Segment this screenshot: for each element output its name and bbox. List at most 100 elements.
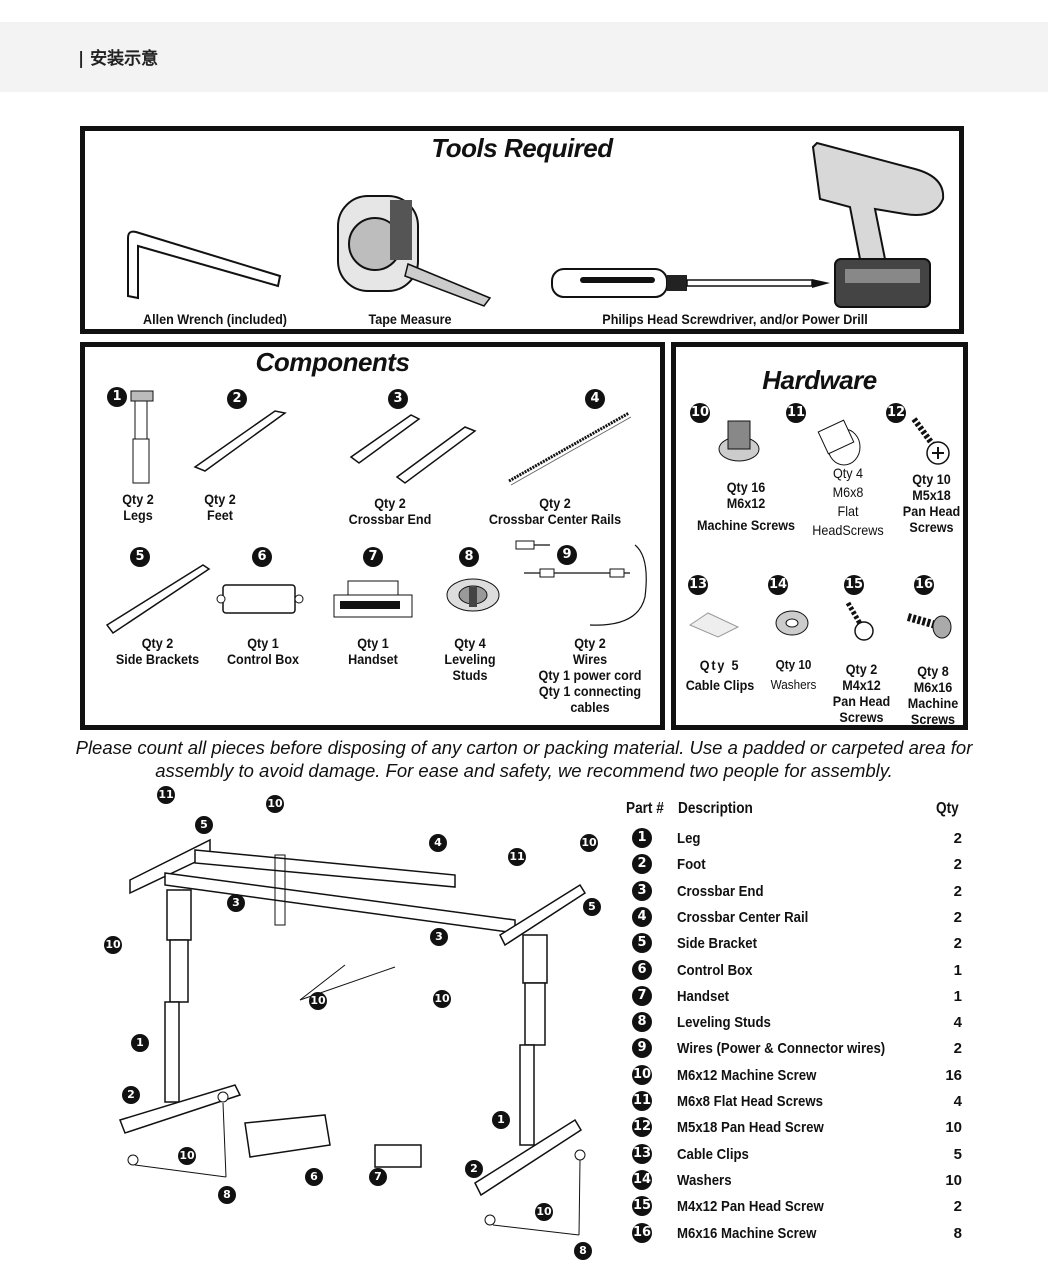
parts-row-qty: 10 — [945, 1119, 962, 1137]
parts-row-qty: 16 — [945, 1066, 962, 1084]
pan-head-screw-m4x12-icon — [845, 601, 874, 641]
screwdriver-icon — [551, 268, 830, 298]
cable-clip-icon — [688, 612, 740, 638]
component-number-9: 9 — [557, 545, 577, 565]
component-wires-cables: cables — [570, 699, 610, 715]
diagram-callout-11-right: 11 — [508, 848, 526, 866]
wires-icon — [515, 540, 647, 626]
hardware-type-m6x12: Machine Screws — [696, 517, 796, 533]
diagram-callout-8-right: 8 — [574, 1242, 592, 1260]
parts-row: 10 M6x12 Machine Screw 16 — [620, 1063, 970, 1089]
diagram-callout-2-right: 2 — [465, 1160, 483, 1178]
hardware-type2-m5x18: Screws — [909, 519, 954, 535]
parts-row-number: 8 — [632, 1012, 652, 1033]
parts-row-number: 5 — [632, 933, 652, 954]
parts-row-qty: 5 — [953, 1145, 962, 1163]
hardware-type-m5x18: Pan Head — [902, 503, 961, 519]
hardware-size-m4x12: M4x12 — [842, 677, 881, 693]
component-name-handset: Handset — [348, 651, 398, 667]
component-label-leveling-studs: Qty 4 Leveling Studs — [434, 635, 506, 683]
flat-head-screw-m6x8-icon — [817, 419, 861, 466]
diagram-callout-5-left: 5 — [195, 816, 213, 834]
diagram-callout-1-left: 1 — [131, 1034, 149, 1052]
parts-row-number: 10 — [632, 1064, 652, 1085]
hardware-label-m6x12: Qty 16 M6x12 Machine Screws — [692, 479, 800, 533]
parts-row-description: Leg — [677, 830, 701, 847]
parts-row-qty: 2 — [953, 1040, 962, 1058]
component-name-crossbar-end: Crossbar End — [348, 511, 432, 527]
hardware-number-16: 16 — [914, 575, 934, 595]
parts-header-qty: Qty — [936, 800, 959, 817]
component-qty-wires: Qty 2 — [574, 635, 606, 651]
component-label-control-box: Qty 1 Control Box — [223, 635, 304, 667]
component-name-side-brackets: Side Brackets — [115, 651, 200, 667]
component-qty-leveling-studs: Qty 4 — [454, 635, 486, 651]
parts-row-number: 6 — [632, 959, 652, 980]
component-number-2: 2 — [227, 389, 247, 409]
diagram-callout-3-right: 3 — [430, 928, 448, 946]
diagram-callout-5-right: 5 — [583, 898, 601, 916]
hardware-number-10: 10 — [690, 403, 710, 423]
diagram-callout-7: 7 — [369, 1168, 387, 1186]
hardware-qty-washers: Qty 10 — [775, 657, 812, 672]
page-title: | 安装示意 — [78, 49, 159, 69]
foot-icon — [193, 410, 287, 472]
hardware-qty-m6x16: Qty 8 — [917, 663, 949, 679]
component-name-leveling-studs: Leveling Studs — [444, 651, 496, 683]
parts-row-qty: 2 — [953, 856, 962, 874]
parts-row-number: 7 — [632, 985, 652, 1006]
parts-row-description: Crossbar Center Rail — [677, 908, 809, 926]
parts-row-description: M6x12 Machine Screw — [677, 1066, 817, 1084]
tools-title: Tools Required — [431, 133, 613, 163]
hardware-title: Hardware — [762, 365, 877, 395]
hardware-label-cable-clips: Qty 5 Cable Clips — [684, 657, 756, 693]
hardware-type2-m6x8: HeadScrews — [812, 522, 884, 538]
diagram-callout-10-d: 10 — [309, 992, 327, 1010]
hardware-type2-m6x16: Screws — [910, 711, 956, 727]
component-number-6: 6 — [252, 547, 272, 567]
hardware-type-m6x8: Flat — [837, 503, 859, 519]
diagram-callout-6: 6 — [305, 1168, 323, 1186]
hardware-number-14: 14 — [768, 575, 788, 595]
component-label-crossbar-end: Qty 2 Crossbar End — [336, 495, 444, 527]
hardware-qty-m6x8: Qty 4 — [832, 465, 864, 481]
machine-screw-m6x12-icon — [718, 420, 760, 462]
parts-row-description: M6x16 Machine Screw — [677, 1224, 817, 1242]
component-qty-feet: Qty 2 — [204, 491, 236, 507]
parts-header-description: Description — [678, 800, 753, 817]
leg-icon — [130, 390, 154, 484]
parts-row-number: 13 — [632, 1143, 652, 1164]
parts-row-qty: 2 — [953, 908, 962, 926]
tools-box: Tools Required Allen Wrench (included) T… — [80, 126, 964, 334]
component-label-wires: Qty 2 Wires Qty 1 power cord Qty 1 conne… — [532, 635, 649, 715]
hardware-qty-m4x12: Qty 2 — [845, 661, 878, 677]
diagram-callout-10-g: 10 — [535, 1203, 553, 1221]
diagram-callout-10-e: 10 — [433, 990, 451, 1008]
component-label-crossbar-center-rails: Qty 2 Crossbar Center Rails — [479, 495, 632, 527]
parts-row-qty: 10 — [945, 1171, 962, 1189]
parts-row-qty: 1 — [953, 961, 962, 979]
component-name-feet: Feet — [207, 507, 233, 523]
hardware-label-m5x18: Qty 10 M5x18 Pan Head Screws — [898, 471, 966, 535]
diagram-callout-3-left: 3 — [227, 894, 245, 912]
diagram-callout-10-f: 10 — [178, 1147, 196, 1165]
hardware-size-m6x16: M6x16 — [913, 679, 953, 695]
pan-head-screw-m5x18-icon — [911, 417, 950, 465]
component-qty-control-box: Qty 1 — [247, 635, 279, 651]
assembly-notice: Please count all pieces before disposing… — [75, 737, 973, 781]
component-name-wires: Wires — [572, 651, 608, 667]
hardware-type-m6x16: Machine — [907, 695, 959, 711]
hardware-qty-m5x18: Qty 10 — [912, 471, 951, 487]
component-number-8: 8 — [459, 547, 479, 567]
